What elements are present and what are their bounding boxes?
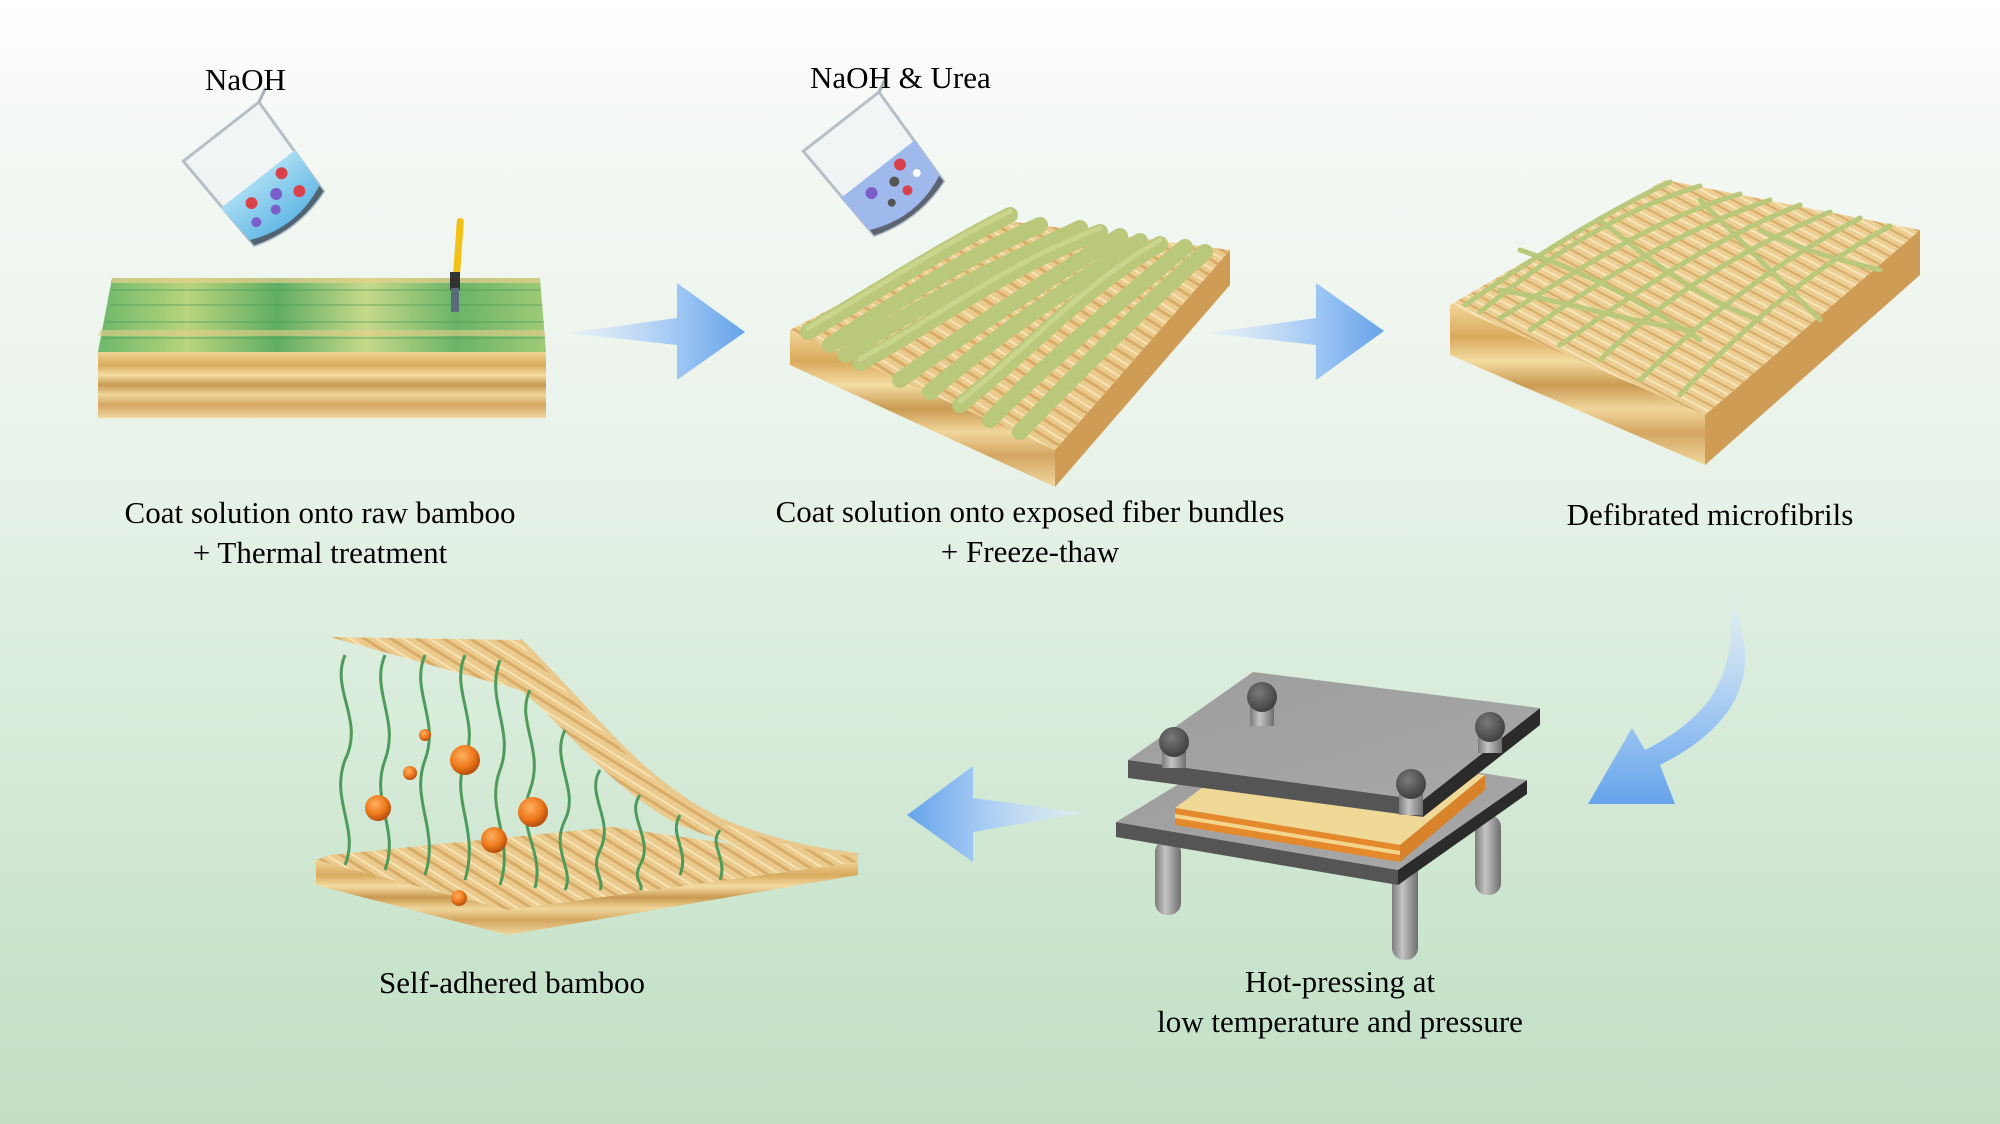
step3-caption: Defibrated microfibrils xyxy=(1500,495,1920,535)
bamboo-block-fiber-bundles xyxy=(790,207,1230,487)
step1-caption-line1: Coat solution onto raw bamboo xyxy=(124,495,516,530)
self-adhered-bamboo-icon xyxy=(316,637,859,935)
step2-illustration xyxy=(790,77,1230,487)
raw-bamboo-slab xyxy=(98,278,546,418)
bamboo-block-microfibrils xyxy=(1450,179,1920,465)
step5-caption: Self-adhered bamboo xyxy=(312,963,712,1003)
arrow-step1-to-step2 xyxy=(568,283,745,380)
step4-caption: Hot-pressing at low temperature and pres… xyxy=(1080,962,1600,1042)
arrow-step4-to-step5 xyxy=(907,766,1083,862)
step3-caption-line1: Defibrated microfibrils xyxy=(1566,497,1854,532)
step1-illustration xyxy=(98,87,546,418)
step4-illustration xyxy=(1116,672,1540,960)
step1-reagent-label: NaOH xyxy=(205,62,286,97)
step5-caption-line1: Self-adhered bamboo xyxy=(379,965,645,1000)
beaker-naoh-urea-icon xyxy=(801,77,946,238)
step2-caption-line2: + Freeze-thaw xyxy=(940,534,1120,569)
paint-brush-icon xyxy=(450,218,464,312)
step3-illustration xyxy=(1450,179,1920,465)
step1-caption: Coat solution onto raw bamboo + Thermal … xyxy=(70,493,570,573)
step2-reagent-label: NaOH & Urea xyxy=(810,60,991,95)
beaker-naoh-icon xyxy=(181,87,326,248)
step5-illustration xyxy=(316,637,859,935)
step1-caption-line2: + Thermal treatment xyxy=(192,535,448,570)
hot-press-icon xyxy=(1116,672,1540,960)
step2-caption-line1: Coat solution onto exposed fiber bundles xyxy=(775,494,1285,529)
step4-caption-line2: low temperature and pressure xyxy=(1157,1004,1523,1039)
arrow-step3-to-step4 xyxy=(1588,598,1746,804)
step2-caption: Coat solution onto exposed fiber bundles… xyxy=(720,492,1340,572)
step4-caption-line1: Hot-pressing at xyxy=(1244,964,1436,999)
arrow-step2-to-step3 xyxy=(1208,283,1384,380)
